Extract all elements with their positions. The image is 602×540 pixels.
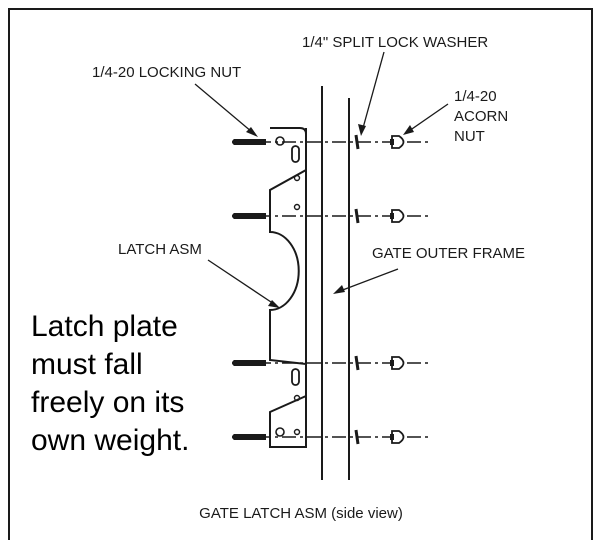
label-acorn-nut-line1: 1/4-20 [454, 88, 497, 105]
note-line-4: own weight. [31, 424, 189, 457]
label-acorn-nut-line2: ACORN [454, 108, 508, 125]
leader-split-washer [358, 51, 385, 136]
bolt-row-3 [232, 355, 432, 371]
note-line-1: Latch plate [31, 310, 178, 343]
latch-plate [269, 127, 307, 448]
label-split-lock-washer: 1/4" SPLIT LOCK WASHER [302, 34, 488, 51]
note-line-2: must fall [31, 348, 143, 381]
leader-locking-nut [194, 83, 258, 137]
latch-hole [293, 394, 301, 402]
latch-hole [293, 428, 301, 436]
latch-hole [293, 203, 301, 211]
latch-hole [275, 136, 285, 146]
latch-slot-top [291, 145, 300, 163]
label-acorn-nut-line3: NUT [454, 128, 485, 145]
label-latch-asm: LATCH ASM [118, 241, 202, 258]
latch-hole [293, 174, 301, 182]
latch-slot-bottom [291, 368, 300, 386]
latch-hole [275, 427, 285, 437]
bolt-row-1 [232, 134, 432, 150]
leader-latch-asm [207, 259, 280, 308]
note-line-3: freely on its [31, 386, 184, 419]
leader-acorn-nut [403, 103, 449, 135]
leader-gate-frame [333, 268, 399, 294]
bolt-row-4 [232, 429, 432, 445]
label-locking-nut: 1/4-20 LOCKING NUT [92, 64, 241, 81]
diagram-border [8, 8, 593, 540]
bolt-row-2 [232, 208, 432, 224]
label-gate-outer-frame: GATE OUTER FRAME [372, 245, 525, 262]
diagram-caption: GATE LATCH ASM (side view) [199, 505, 403, 522]
